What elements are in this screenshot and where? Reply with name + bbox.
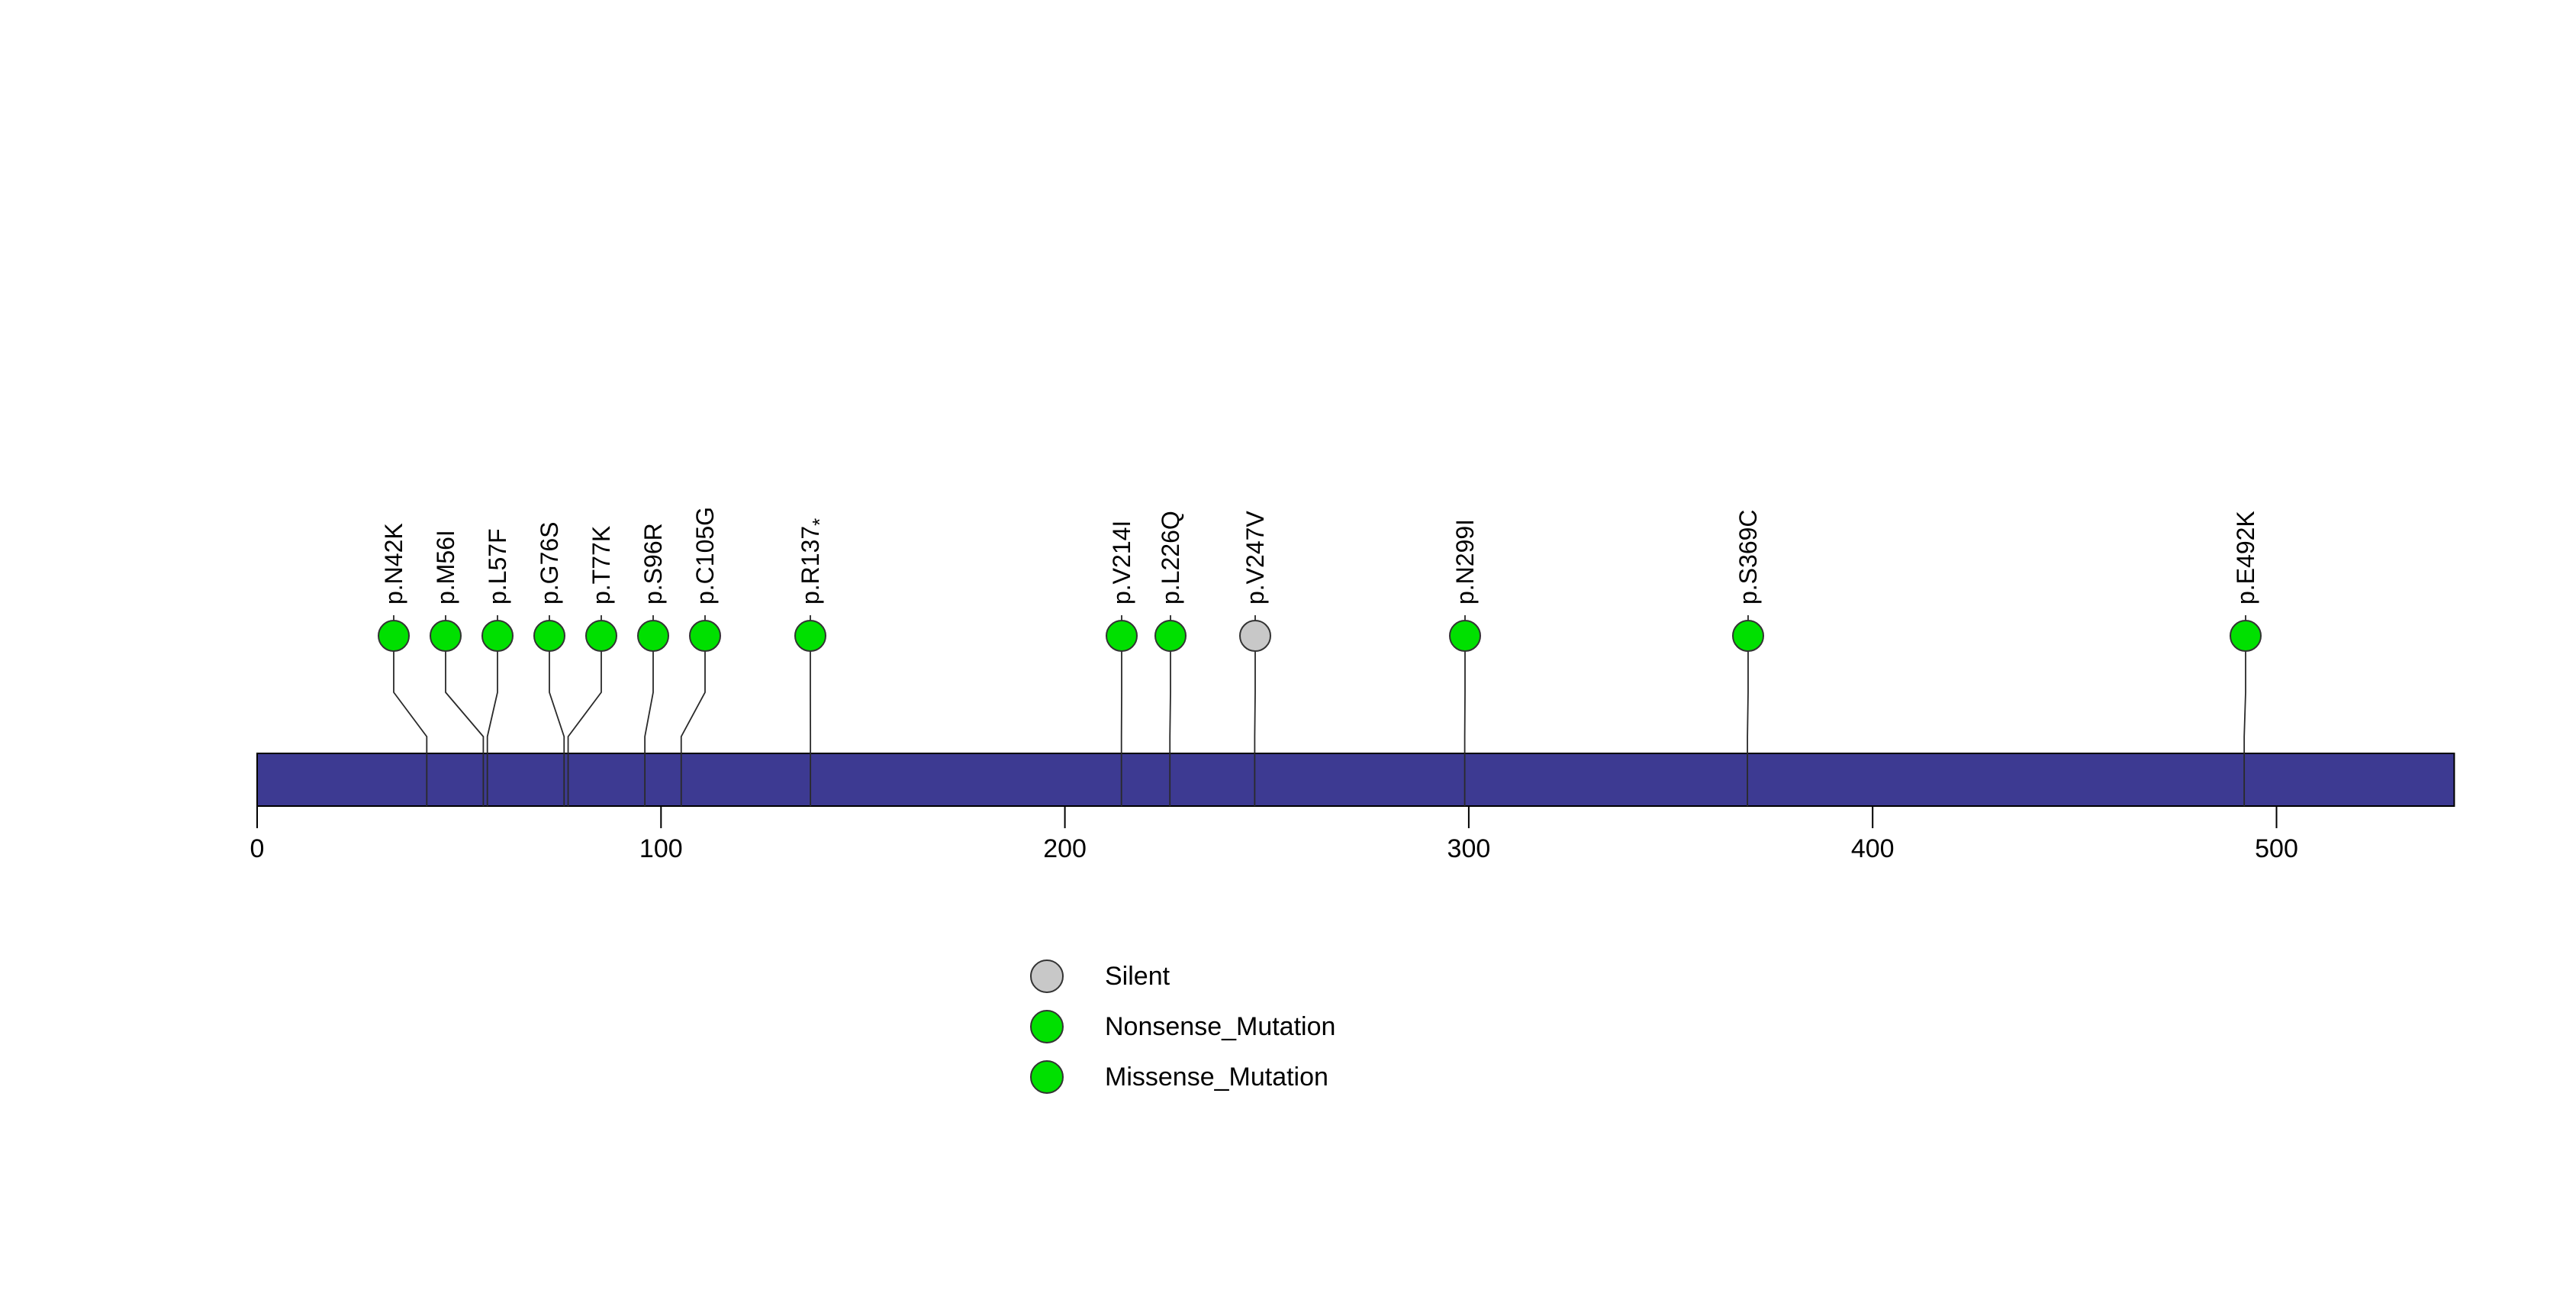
legend-swatch-circle xyxy=(1030,1060,1064,1094)
lollipop-stick xyxy=(393,615,428,806)
mutation-label: p.L57F xyxy=(484,528,511,605)
lollipop-circle xyxy=(1239,620,1271,652)
axis-group: 0 100 200 300 400 500 xyxy=(250,806,2298,863)
lollipop-stick xyxy=(644,615,654,806)
mutation-label: p.T77K xyxy=(588,526,615,605)
lollipop-stick xyxy=(1254,615,1256,806)
lollipop-circle xyxy=(689,620,721,652)
mutation-label: p.M56I xyxy=(432,530,459,605)
mutation-label: p.G76S xyxy=(536,521,563,605)
lollipop-circle xyxy=(794,620,826,652)
circles-group xyxy=(378,620,2262,652)
legend-swatch-circle xyxy=(1030,1010,1064,1043)
lollipop-stick xyxy=(486,615,498,806)
axis-tick-label: 200 xyxy=(1043,834,1087,863)
mutation-label: p.V247V xyxy=(1241,511,1269,605)
axis-tick-label: 0 xyxy=(250,834,265,863)
axis-tick-label: 100 xyxy=(639,834,683,863)
lollipop-circle xyxy=(1449,620,1481,652)
legend-item: Nonsense_Mutation xyxy=(1030,1010,1335,1043)
labels-group: p.N42K p.M56I p.L57F p.G76S p.T77K p.S96R p.C1… xyxy=(380,507,2259,605)
lollipop-stick xyxy=(567,615,602,806)
axis-tick-label: 400 xyxy=(1851,834,1895,863)
lollipop-circle xyxy=(585,620,617,652)
lollipop-stick xyxy=(549,615,565,806)
lollipop-circle xyxy=(637,620,669,652)
lollipop-circle xyxy=(1106,620,1138,652)
legend-label: Missense_Mutation xyxy=(1105,1063,1328,1092)
mutation-label: p.L226Q xyxy=(1157,511,1184,605)
lollipop-circle xyxy=(533,620,565,652)
mutation-label: p.S369C xyxy=(1734,509,1762,605)
lollipop-stick xyxy=(680,615,706,806)
lollipop-stick xyxy=(2243,615,2246,806)
axis-tick-label: 300 xyxy=(1447,834,1491,863)
axis-tick-label: 500 xyxy=(2255,834,2298,863)
lollipop-stick xyxy=(1747,615,1749,806)
lollipop-circle xyxy=(481,620,514,652)
mutation-label: p.R137* xyxy=(797,518,831,605)
mutation-label: p.N299I xyxy=(1451,519,1479,605)
legend-item: Silent xyxy=(1030,959,1170,993)
lollipop-circle xyxy=(378,620,410,652)
legend-swatch-circle xyxy=(1030,959,1064,993)
sticks-group xyxy=(393,615,2246,806)
mutation-label: p.C105G xyxy=(691,507,719,605)
mutation-label: p.E492K xyxy=(2232,511,2259,605)
mutation-label: p.N42K xyxy=(380,523,407,605)
legend-label: Silent xyxy=(1105,962,1170,991)
lollipop-stick xyxy=(445,615,485,806)
lollipop-circle xyxy=(430,620,462,652)
legend-label: Nonsense_Mutation xyxy=(1105,1012,1335,1041)
legend-item: Missense_Mutation xyxy=(1030,1060,1328,1094)
mutation-label: p.S96R xyxy=(639,523,667,605)
lollipop-circle xyxy=(2230,620,2262,652)
lollipop-circle xyxy=(1154,620,1187,652)
protein-bar-group xyxy=(256,753,2455,807)
mutation-label: p.V214I xyxy=(1108,521,1135,605)
protein-bar xyxy=(256,753,2455,807)
lollipop-circle xyxy=(1732,620,1764,652)
